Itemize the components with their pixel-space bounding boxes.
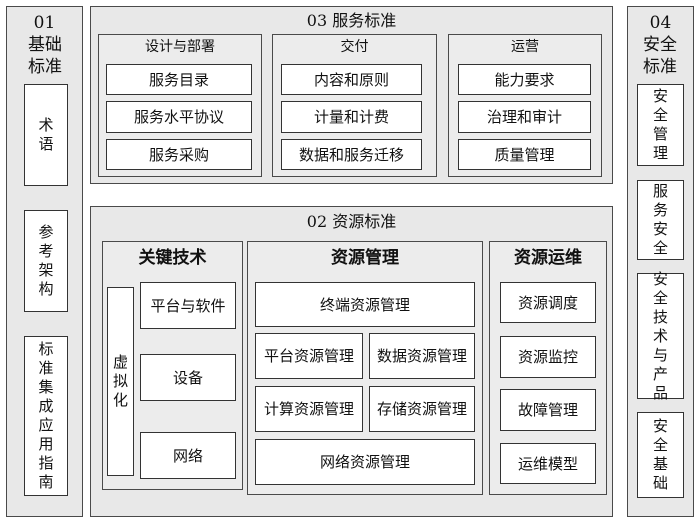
mgmt-item-data: 数据资源管理 [369, 333, 475, 379]
key-tech-network: 网络 [140, 432, 236, 479]
basic-standards-title: 基础标准 [28, 35, 62, 77]
service-item-governance-audit: 治理和审计 [458, 101, 591, 133]
key-tech-virtualization: 虚拟化 [107, 287, 134, 476]
service-item-catalog: 服务目录 [106, 64, 252, 95]
security-item-management: 安全管理 [637, 84, 684, 166]
security-item-foundation: 安全基础 [637, 412, 684, 498]
ops-item-fault-management: 故障管理 [500, 389, 596, 431]
service-group-design-deployment-title: 设计与部署 [145, 39, 215, 55]
resource-standards-title: 02 资源标准 [306, 212, 397, 231]
service-item-sla: 服务水平协议 [106, 101, 252, 133]
service-item-content-principles: 内容和原则 [281, 64, 422, 95]
basic-item-terminology: 术语 [24, 84, 68, 186]
key-tech-title: 关键技术 [138, 248, 207, 268]
security-standards-number: 04 [649, 13, 672, 33]
key-tech-platform-software: 平台与软件 [140, 282, 236, 329]
basic-item-reference-architecture: 参考架构 [24, 210, 68, 312]
resource-management-title: 资源管理 [331, 248, 399, 268]
security-item-service: 服务安全 [637, 180, 684, 260]
resource-ops-title: 资源运维 [514, 248, 582, 268]
mgmt-item-compute: 计算资源管理 [255, 386, 363, 432]
basic-standards-number: 01 [33, 13, 56, 33]
mgmt-item-storage: 存储资源管理 [369, 386, 475, 432]
mgmt-item-platform: 平台资源管理 [255, 333, 363, 379]
service-item-capability: 能力要求 [458, 64, 591, 95]
service-item-procurement: 服务采购 [106, 139, 252, 170]
ops-item-monitoring: 资源监控 [500, 336, 596, 378]
service-item-data-migration: 数据和服务迁移 [281, 139, 422, 170]
service-item-quality: 质量管理 [458, 139, 591, 170]
service-group-delivery-title: 交付 [340, 39, 369, 55]
mgmt-item-terminal: 终端资源管理 [255, 282, 475, 327]
service-standards-title: 03 服务标准 [306, 11, 397, 30]
key-tech-device: 设备 [140, 354, 236, 401]
mgmt-item-network: 网络资源管理 [255, 439, 475, 485]
security-standards-title: 安全标准 [643, 35, 677, 77]
security-item-tech-products: 安全技术与产品 [637, 270, 684, 402]
ops-item-ops-model: 运维模型 [500, 443, 596, 484]
service-item-metering-billing: 计量和计费 [281, 101, 422, 133]
service-group-operations-title: 运营 [511, 39, 539, 55]
ops-item-scheduling: 资源调度 [500, 282, 596, 323]
basic-item-integration-guide: 标准集成应用指南 [24, 336, 68, 496]
